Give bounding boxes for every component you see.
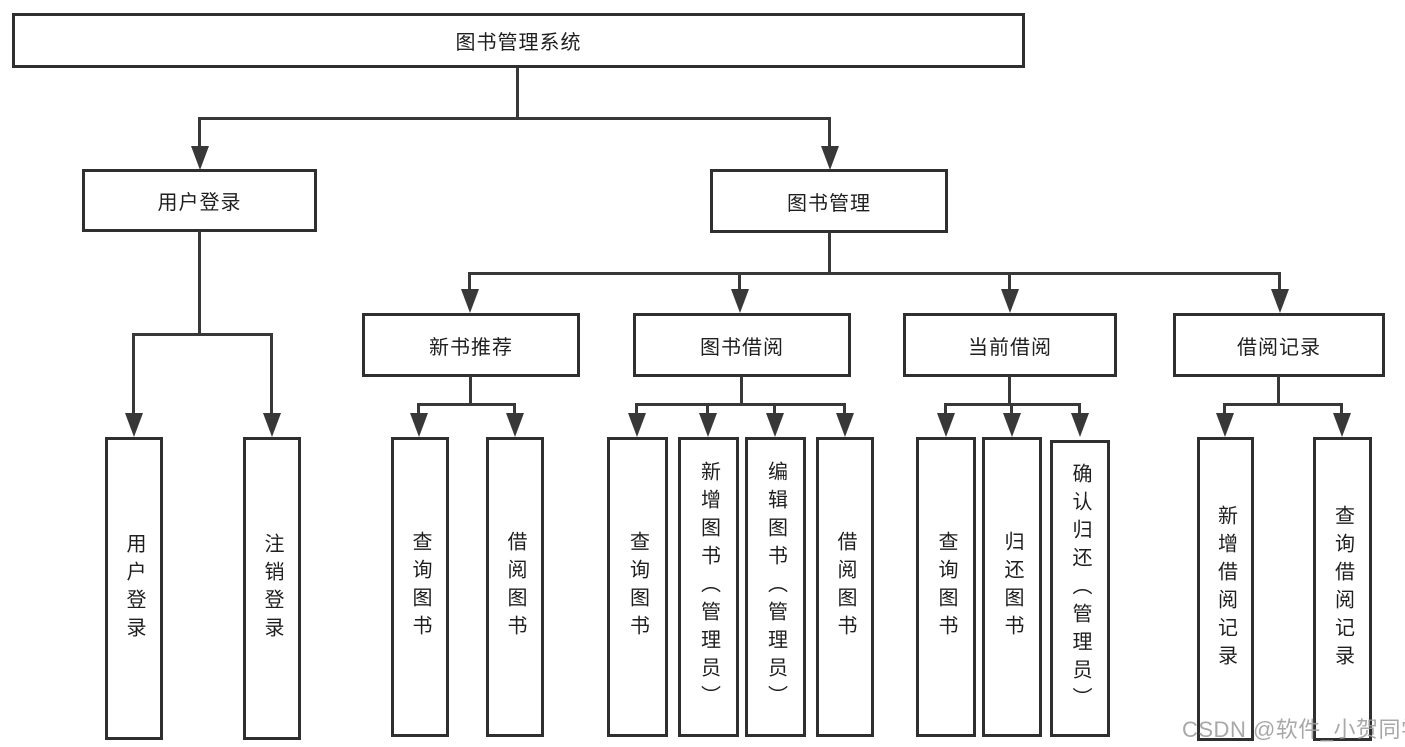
node-user-login: 用户登录 xyxy=(82,169,317,232)
arrow-down-icon xyxy=(766,413,784,437)
connector-stem-new-book-recommend xyxy=(468,272,471,292)
connector-level1-horizontal xyxy=(198,117,831,120)
connector-bb-horizontal xyxy=(635,403,846,406)
connector-user-login-horizontal xyxy=(132,333,273,336)
arrow-down-icon xyxy=(1271,289,1289,313)
arrow-down-icon xyxy=(461,289,479,313)
node-root-label: 图书管理系统 xyxy=(455,32,582,54)
arrow-down-icon xyxy=(821,146,839,170)
connector-stem xyxy=(417,403,420,417)
connector-level2-horizontal xyxy=(468,272,1281,275)
connector-stem xyxy=(513,403,516,417)
connector-stem xyxy=(1223,403,1226,417)
node-borrow-records: 借阅记录 xyxy=(1173,313,1385,377)
node-book-borrow-label: 图书借阅 xyxy=(700,336,784,359)
csdn-watermark: CSDN @软件_小贺同学 xyxy=(1182,717,1405,742)
leaf-nbr-borrow-books-label: 借阅图书 xyxy=(504,531,526,643)
leaf-cb-return-books: 归还图书 xyxy=(982,437,1042,737)
connector-stem-user-login xyxy=(198,117,201,149)
connector-stem xyxy=(635,403,638,417)
leaf-user-login: 用户登录 xyxy=(105,437,163,740)
arrow-down-icon xyxy=(731,289,749,313)
leaf-bb-edit-books-admin-label: 编辑图书（管理员） xyxy=(764,461,787,713)
connector-stem-login xyxy=(132,333,135,417)
connector-stem xyxy=(706,403,709,417)
arrow-down-icon xyxy=(1003,413,1021,437)
connector-stem xyxy=(1010,403,1013,417)
connector-nbr-horizontal xyxy=(417,403,516,406)
node-borrow-records-label: 借阅记录 xyxy=(1237,336,1321,359)
node-book-management-label: 图书管理 xyxy=(787,192,871,215)
connector-stem xyxy=(944,403,947,417)
leaf-user-login-label: 用户登录 xyxy=(123,532,145,645)
leaf-bb-edit-books-admin: 编辑图书（管理员） xyxy=(745,437,806,737)
connector-stem xyxy=(1340,403,1343,417)
arrow-down-icon xyxy=(836,413,854,437)
leaf-bb-query-books: 查询图书 xyxy=(607,437,668,737)
leaf-cb-return-books-label: 归还图书 xyxy=(1001,531,1023,643)
connector-br-horizontal xyxy=(1223,403,1343,406)
node-current-borrow: 当前借阅 xyxy=(903,313,1117,377)
arrow-down-icon xyxy=(125,413,143,437)
leaf-cb-query-books-label: 查询图书 xyxy=(935,531,957,643)
connector-br-trunk xyxy=(1277,376,1280,405)
connector-nbr-trunk xyxy=(469,376,472,405)
arrow-down-icon xyxy=(191,146,209,170)
arrow-down-icon xyxy=(410,413,428,437)
connector-stem xyxy=(1078,403,1081,417)
leaf-nbr-query-books-label: 查询图书 xyxy=(409,531,431,643)
arrow-down-icon xyxy=(1333,413,1351,437)
leaf-br-query-record-label: 查询借阅记录 xyxy=(1331,505,1354,673)
leaf-logout-label: 注销登录 xyxy=(261,532,283,645)
connector-root-trunk xyxy=(516,68,519,119)
connector-stem xyxy=(773,403,776,417)
leaf-bb-add-books-admin-label: 新增图书（管理员） xyxy=(697,461,720,713)
arrow-down-icon xyxy=(263,413,281,437)
leaf-br-query-record: 查询借阅记录 xyxy=(1313,437,1372,741)
connector-user-login-trunk xyxy=(198,231,201,335)
leaf-br-add-record-label: 新增借阅记录 xyxy=(1214,505,1237,673)
connector-book-management-trunk xyxy=(828,232,831,274)
leaf-bb-borrow-books: 借阅图书 xyxy=(816,437,874,737)
leaf-nbr-borrow-books: 借阅图书 xyxy=(486,437,544,737)
arrow-down-icon xyxy=(1216,413,1234,437)
connector-stem-current-borrow xyxy=(1008,272,1011,292)
node-user-login-label: 用户登录 xyxy=(157,192,242,214)
leaf-br-add-record: 新增借阅记录 xyxy=(1197,437,1254,741)
node-new-book-recommend: 新书推荐 xyxy=(362,313,580,377)
node-book-borrow: 图书借阅 xyxy=(633,313,851,377)
leaf-cb-confirm-return-admin: 确认归还（管理员） xyxy=(1050,440,1110,737)
arrow-down-icon xyxy=(628,413,646,437)
arrow-down-icon xyxy=(699,413,717,437)
connector-bb-trunk xyxy=(740,376,743,405)
node-book-management: 图书管理 xyxy=(710,169,948,233)
leaf-logout: 注销登录 xyxy=(243,437,301,740)
node-root: 图书管理系统 xyxy=(12,13,1025,68)
connector-stem-logout xyxy=(270,333,273,417)
leaf-bb-query-books-label: 查询图书 xyxy=(626,531,649,643)
leaf-cb-confirm-return-admin-label: 确认归还（管理员） xyxy=(1069,462,1091,715)
arrow-down-icon xyxy=(1071,413,1089,437)
leaf-bb-borrow-books-label: 借阅图书 xyxy=(834,531,856,643)
connector-stem-book-management xyxy=(828,117,831,149)
node-new-book-recommend-label: 新书推荐 xyxy=(429,336,513,359)
connector-stem xyxy=(843,403,846,417)
leaf-bb-add-books-admin: 新增图书（管理员） xyxy=(678,437,739,737)
leaf-cb-query-books: 查询图书 xyxy=(916,437,976,737)
arrow-down-icon xyxy=(506,413,524,437)
connector-stem-borrow-records xyxy=(1278,272,1281,292)
arrow-down-icon xyxy=(1001,289,1019,313)
arrow-down-icon xyxy=(937,413,955,437)
leaf-nbr-query-books: 查询图书 xyxy=(391,437,449,737)
node-current-borrow-label: 当前借阅 xyxy=(968,336,1052,359)
connector-stem-book-borrow xyxy=(738,272,741,292)
connector-cb-trunk xyxy=(1008,376,1011,405)
